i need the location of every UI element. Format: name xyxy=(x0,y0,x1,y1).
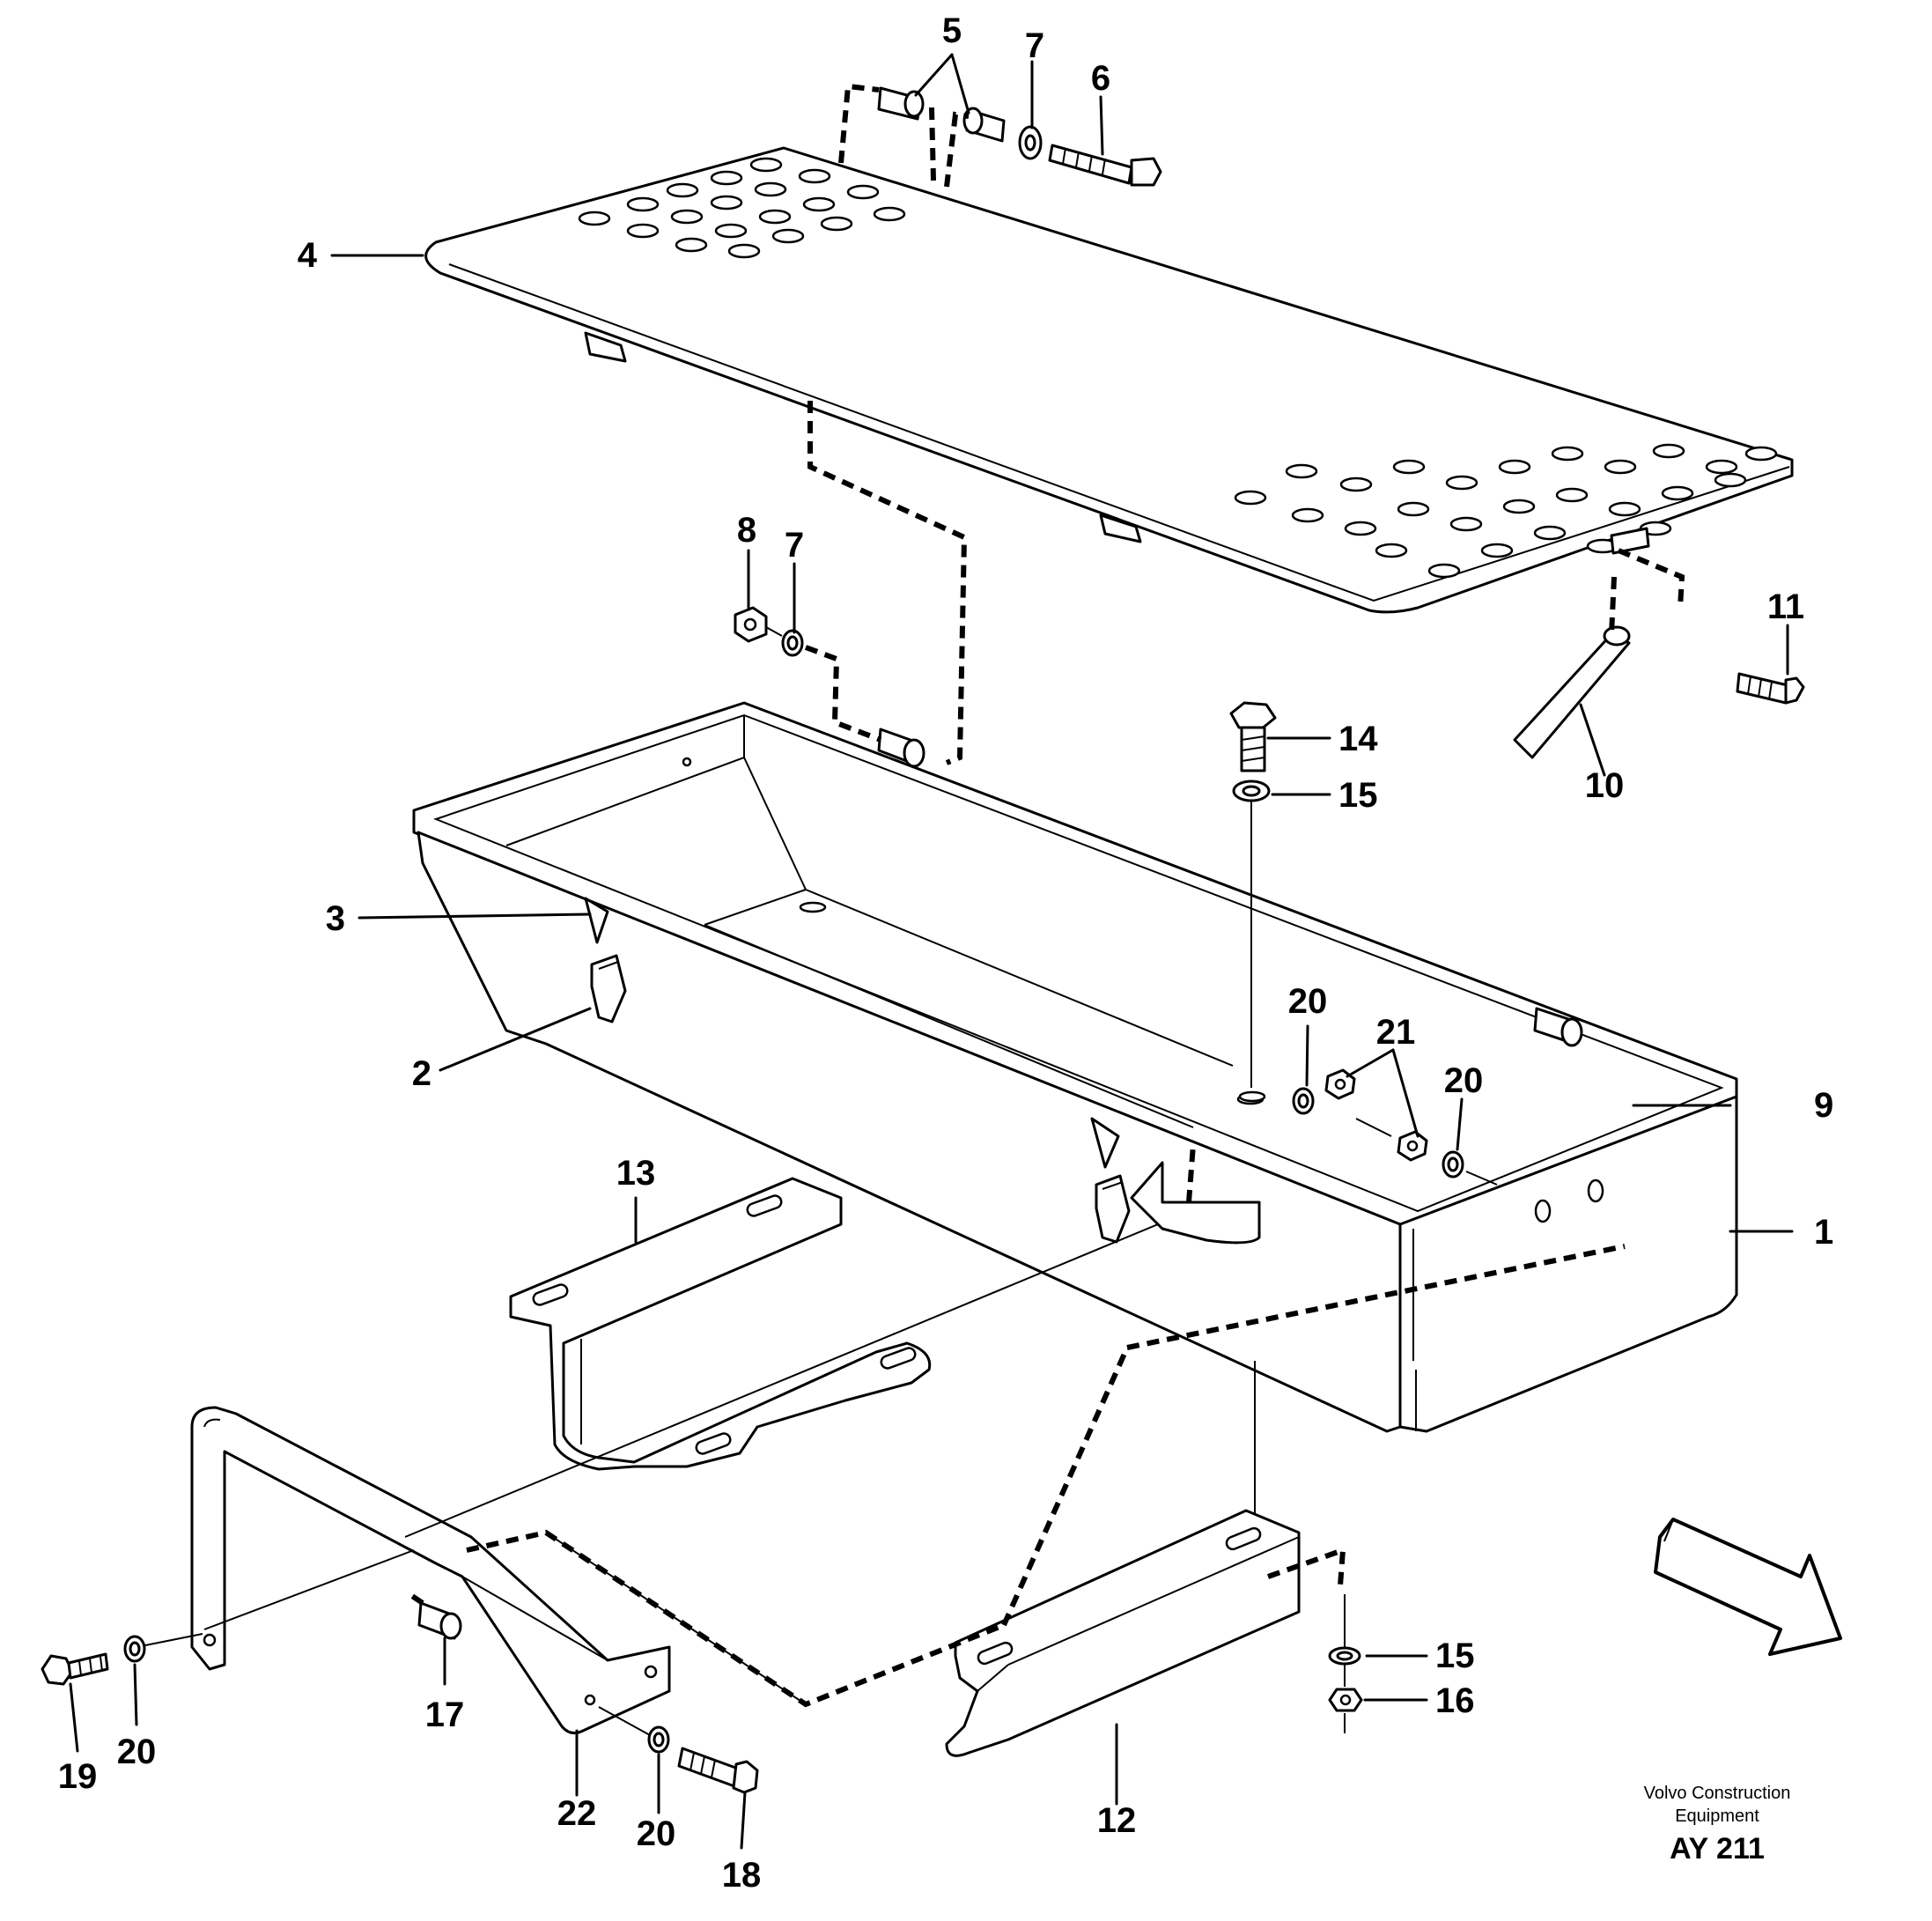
mounting-bracket-12 xyxy=(945,1509,1301,1757)
callout-2: 2 xyxy=(412,1054,431,1093)
bolt-6 xyxy=(1048,144,1162,187)
leader-lines xyxy=(69,53,1794,1850)
callout-20-mid: 20 xyxy=(1288,982,1328,1021)
nut-21-b xyxy=(1397,1130,1428,1162)
lid-perforations-right xyxy=(1234,443,1778,579)
direction-arrow-icon xyxy=(1654,1518,1842,1656)
lid-catch-center xyxy=(1099,513,1142,543)
callout-14: 14 xyxy=(1338,720,1378,758)
company-line-1: Volvo Construction xyxy=(1644,1784,1791,1803)
callout-1: 1 xyxy=(1814,1213,1833,1252)
callout-7-top: 7 xyxy=(1025,26,1044,65)
callout-labels: 4 5 7 6 8 7 11 10 14 15 3 2 20 21 20 9 1… xyxy=(58,11,1834,1895)
handle-bar-22 xyxy=(190,1406,671,1735)
callout-17: 17 xyxy=(425,1696,465,1734)
callout-9: 9 xyxy=(1814,1086,1833,1125)
washer-15-bottom xyxy=(1328,1646,1361,1666)
drawing-code: AY 211 xyxy=(1670,1832,1765,1866)
lid-plate xyxy=(424,146,1794,614)
company-line-2: Equipment xyxy=(1675,1806,1759,1826)
nut-16 xyxy=(1328,1688,1363,1712)
callout-21: 21 xyxy=(1376,1013,1416,1052)
callout-20-left: 20 xyxy=(117,1733,157,1771)
bolt-19 xyxy=(41,1652,109,1686)
washer-7-top xyxy=(1018,125,1043,160)
callout-18: 18 xyxy=(722,1856,762,1895)
nut-8 xyxy=(734,606,768,643)
lid-stay-arm-10 xyxy=(1513,625,1631,759)
callout-16: 16 xyxy=(1435,1681,1475,1720)
callout-15-bottom: 15 xyxy=(1435,1637,1475,1675)
callout-19: 19 xyxy=(58,1757,98,1796)
latch-left xyxy=(584,897,627,1023)
callout-12: 12 xyxy=(1097,1801,1137,1840)
bushing-17 xyxy=(408,1592,462,1640)
callout-11: 11 xyxy=(1767,587,1804,626)
washer-20-right xyxy=(1442,1150,1464,1178)
lid-hinge-right xyxy=(1610,527,1650,555)
callout-7-left: 7 xyxy=(785,526,804,565)
tray-hinge-bushings xyxy=(877,728,1583,1047)
callout-20-bottom: 20 xyxy=(637,1814,676,1853)
callout-22: 22 xyxy=(557,1794,597,1833)
hinge-bushings xyxy=(877,86,1006,143)
callout-4: 4 xyxy=(298,236,318,275)
washer-20-bottom xyxy=(647,1725,670,1754)
washer-20-mid xyxy=(1292,1087,1315,1115)
callout-5: 5 xyxy=(942,11,962,50)
lid-perforations-left xyxy=(578,157,906,259)
callout-3: 3 xyxy=(326,899,345,938)
washer-15-top xyxy=(1232,779,1271,802)
lid-hinge-left xyxy=(584,331,627,363)
bolt-18 xyxy=(677,1747,759,1794)
callout-10: 10 xyxy=(1585,766,1625,805)
callout-15-top: 15 xyxy=(1338,776,1378,815)
bolt-14 xyxy=(1229,701,1277,772)
callout-20-right: 20 xyxy=(1444,1061,1484,1100)
drawing-footer: Volvo Construction Equipment AY 211 xyxy=(1644,1784,1791,1866)
washer-7-left xyxy=(781,629,804,657)
callout-8: 8 xyxy=(737,511,756,550)
callout-13: 13 xyxy=(616,1154,656,1193)
bolt-11 xyxy=(1736,672,1805,705)
mounting-bracket-13 xyxy=(509,1177,932,1471)
callout-6: 6 xyxy=(1091,59,1110,98)
front-bracket xyxy=(1130,1161,1261,1245)
washer-20-left xyxy=(123,1635,146,1663)
